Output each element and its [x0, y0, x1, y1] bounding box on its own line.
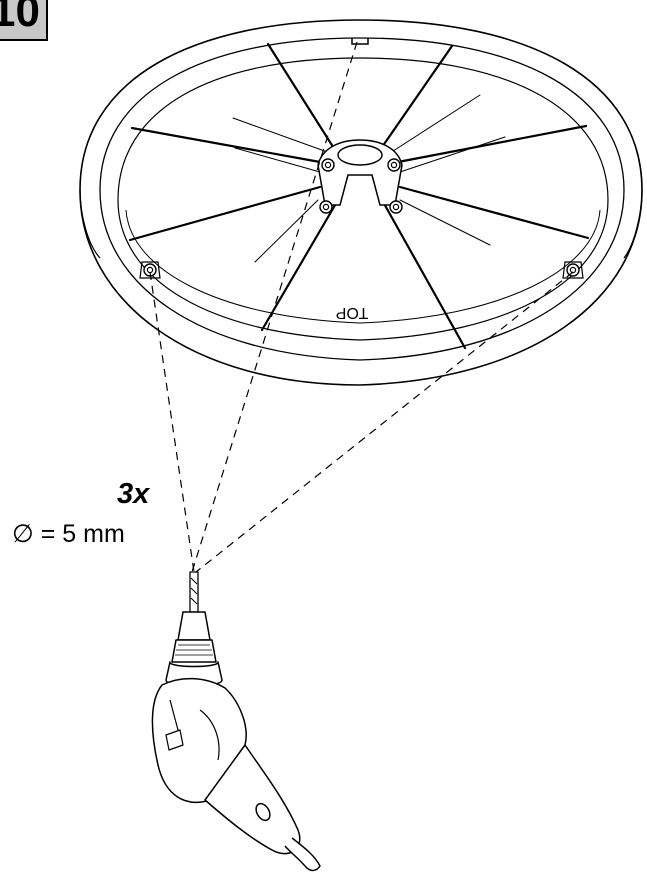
top-label: TOP [336, 304, 369, 321]
step-number-box: 10 [0, 0, 48, 41]
drill-diameter-label: ∅ = 5 mm [12, 520, 125, 548]
step-number: 10 [0, 0, 40, 36]
ceiling-base-plate-icon [79, 19, 643, 386]
drill-guide-lines [149, 41, 574, 573]
drill-icon [151, 571, 321, 872]
quantity-label: 3x [117, 478, 150, 510]
